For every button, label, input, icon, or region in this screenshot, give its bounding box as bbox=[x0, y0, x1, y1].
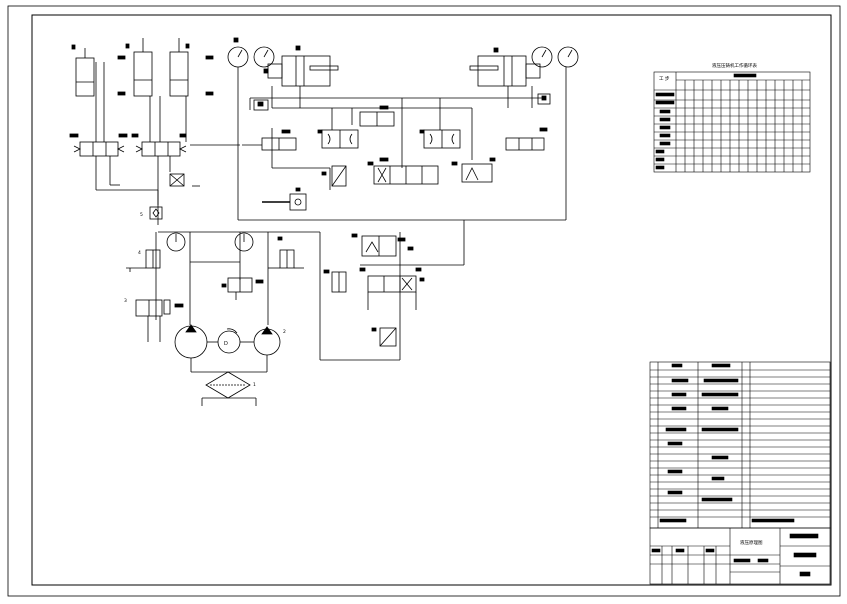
cycle-table-corner: 工 步 bbox=[659, 76, 670, 82]
pressure-valve-number: 4 bbox=[138, 250, 141, 256]
cycle-table: 液压压铸机工作循环表 工 步 bbox=[653, 62, 811, 173]
lower-center-valves bbox=[323, 233, 425, 347]
left-cylinder-group bbox=[71, 38, 214, 142]
check-valve-5: 5 bbox=[140, 206, 163, 220]
relief-valve-number: 3 bbox=[124, 298, 127, 304]
pressure-valve-4: 4 bbox=[126, 249, 161, 272]
center-middle-valves bbox=[262, 157, 496, 211]
relief-valve-3: 3 bbox=[124, 298, 184, 342]
center-top-valves bbox=[261, 105, 548, 151]
parts-list bbox=[649, 361, 831, 529]
filter-1: 1 bbox=[201, 371, 257, 406]
outer-frame bbox=[7, 5, 841, 597]
solenoid-valve-lower bbox=[221, 277, 264, 300]
pump-number: 2 bbox=[283, 329, 286, 335]
cycle-table-title: 液压压铸机工作循环表 bbox=[712, 62, 757, 69]
center-circuit-lines bbox=[237, 67, 567, 221]
pressure-gauges-lower bbox=[166, 232, 254, 252]
motor-label: D bbox=[224, 341, 228, 347]
pump-motor-group: D 2 bbox=[174, 324, 286, 373]
check-valve-number: 5 bbox=[140, 212, 143, 218]
title-block: 液压原理图 bbox=[649, 527, 831, 585]
top-right-press-cylinder bbox=[469, 46, 579, 108]
right-relief-valve-lower bbox=[268, 236, 304, 269]
lower-power-unit-lines bbox=[155, 220, 465, 361]
filter-number: 1 bbox=[253, 382, 256, 388]
drawing-name: 液压原理图 bbox=[740, 539, 763, 546]
inner-frame bbox=[31, 14, 832, 586]
top-left-press-cylinder bbox=[227, 37, 339, 108]
left-valve-bank bbox=[69, 133, 240, 225]
